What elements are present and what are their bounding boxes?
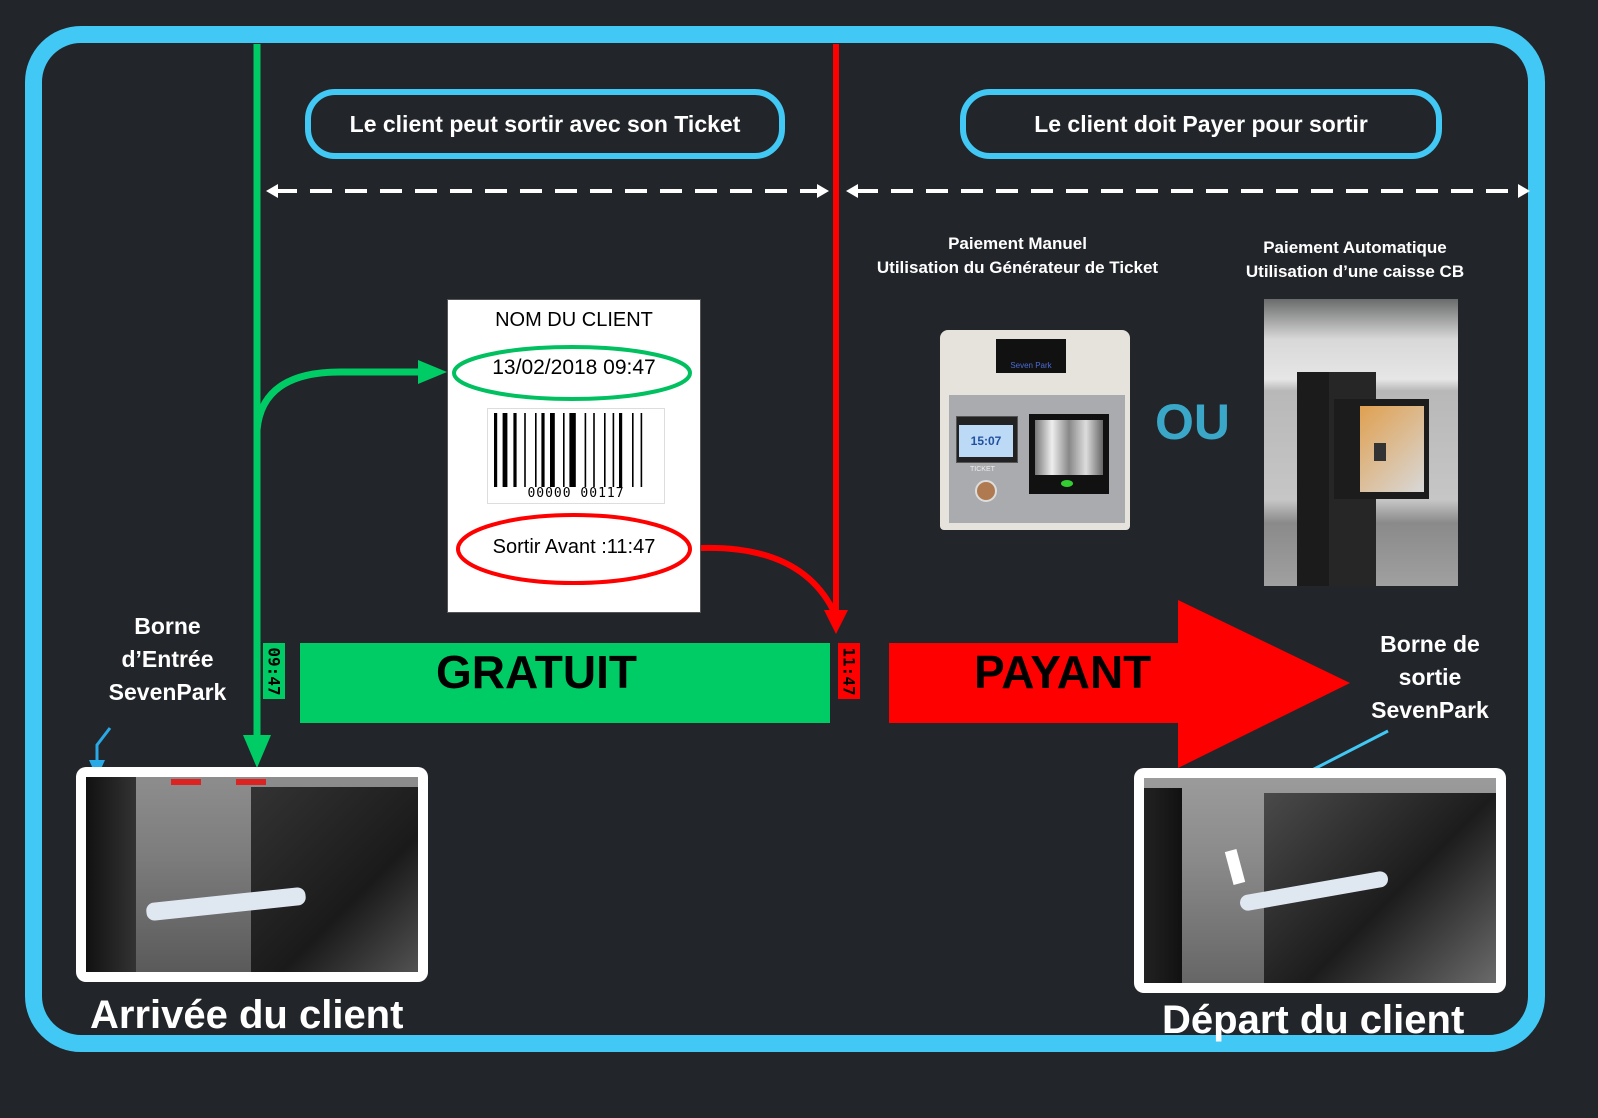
barcode-bar xyxy=(541,413,545,487)
exit-kiosk-line: SevenPark xyxy=(1371,697,1489,723)
car-image xyxy=(251,787,418,972)
paid-zone-label: Le client doit Payer pour sortir xyxy=(960,89,1442,159)
ticket-barcode-number: 00000 00117 xyxy=(527,486,625,501)
barcode-bar xyxy=(632,413,634,487)
entry-kiosk-label: Borne d’Entrée SevenPark xyxy=(100,610,235,709)
entry-arrow-down-icon xyxy=(243,735,271,768)
entry-kiosk-pointer xyxy=(95,727,112,762)
free-zone-label: Le client peut sortir avec son Ticket xyxy=(305,89,785,159)
barcode-bar xyxy=(604,413,606,487)
free-period-label: GRATUIT xyxy=(436,646,638,698)
printer-roll-icon xyxy=(1035,420,1103,475)
diagram-frame xyxy=(25,26,1545,1052)
manual-payment-title: Paiement Manuel xyxy=(948,234,1087,253)
free-range-left-arrow-icon xyxy=(266,184,278,198)
entry-kiosk-line: d’Entrée xyxy=(121,646,214,672)
barcode-bar xyxy=(502,413,508,487)
arrival-title: Arrivée du client xyxy=(90,993,404,1037)
ticket-arrow-curve xyxy=(253,368,420,431)
device-ticket-label: TICKET xyxy=(970,466,995,473)
ticket-entry-datetime: 13/02/2018 09:47 xyxy=(492,356,656,379)
automatic-pay-station-image xyxy=(1264,299,1458,586)
ticket-exit-before: Sortir Avant :11:47 xyxy=(492,536,656,558)
ticket-arrow-right-icon xyxy=(418,360,447,384)
ticket-barcode: 00000 00117 xyxy=(487,408,665,504)
ticket-in-hand-image xyxy=(1224,849,1246,885)
entry-kiosk-line: Borne xyxy=(134,613,201,639)
manual-payment-caption: Paiement Manuel Utilisation du Générateu… xyxy=(870,232,1165,280)
barcode-bars-icon xyxy=(494,413,643,487)
automatic-payment-title: Paiement Automatique xyxy=(1263,238,1447,257)
exit-before-curve xyxy=(699,544,836,612)
seven-park-logo: Seven Park xyxy=(996,339,1066,373)
barcode-bar xyxy=(612,413,615,487)
paid-range-right-arrow-icon xyxy=(1518,184,1530,198)
exit-before-highlight xyxy=(456,513,692,585)
exit-kiosk-label: Borne de sortie SevenPark xyxy=(1360,628,1500,727)
parking-ticket: NOM DU CLIENT 13/02/2018 09:47 00000 001… xyxy=(447,299,701,613)
paid-period-arrow xyxy=(889,600,1350,768)
automatic-payment-caption: Paiement Automatique Utilisation d’une c… xyxy=(1230,236,1480,284)
barcode-bar xyxy=(535,413,537,487)
manual-ticket-machine-image: Seven Park 15:07 TICKET xyxy=(940,330,1130,530)
departure-title: Départ du client xyxy=(1162,998,1465,1042)
exit-kiosk-line: Borne de xyxy=(1380,631,1480,657)
barcode-bar xyxy=(524,413,526,487)
exit-kiosk-line: sortie xyxy=(1398,664,1462,690)
limit-time-marker: 11:47 xyxy=(838,643,860,699)
free-period-bar xyxy=(300,643,830,723)
barcode-bar xyxy=(550,413,555,487)
barcode-bar xyxy=(563,413,565,487)
barcode-bar xyxy=(494,413,498,487)
entry-datetime-highlight xyxy=(452,345,692,401)
limit-time-text: 11:47 xyxy=(839,646,859,696)
paid-zone-text: Le client doit Payer pour sortir xyxy=(1034,110,1368,137)
barcode-bar xyxy=(619,413,623,487)
ticket-client-name: NOM DU CLIENT xyxy=(495,309,653,331)
device-screen-time: 15:07 xyxy=(970,434,1002,448)
free-zone-text: Le client peut sortir avec son Ticket xyxy=(349,110,741,137)
entry-kiosk-line: SevenPark xyxy=(108,679,227,705)
entry-kiosk-image xyxy=(86,777,136,972)
paid-period-label: PAYANT xyxy=(974,646,1152,698)
entry-photo xyxy=(76,767,428,982)
exit-kiosk-image xyxy=(1144,788,1182,983)
ticket-button-icon xyxy=(975,480,997,502)
entry-time-marker: 09:47 xyxy=(263,643,285,699)
limit-arrow-down-icon xyxy=(824,610,848,634)
paid-range-left-arrow-icon xyxy=(846,184,858,198)
exit-photo xyxy=(1134,768,1506,993)
device-brand: Seven Park xyxy=(1010,361,1052,370)
entry-time-text: 09:47 xyxy=(264,646,284,696)
manual-payment-subtitle: Utilisation du Générateur de Ticket xyxy=(876,258,1159,277)
barcode-bar xyxy=(569,413,576,487)
barcode-bar xyxy=(584,413,587,487)
automatic-payment-subtitle: Utilisation d’une caisse CB xyxy=(1245,262,1465,281)
or-label: OU xyxy=(1155,394,1230,450)
free-range-right-arrow-icon xyxy=(817,184,829,198)
barcode-bar xyxy=(640,413,643,487)
barcode-bar xyxy=(593,413,595,487)
barcode-bar xyxy=(513,413,517,487)
